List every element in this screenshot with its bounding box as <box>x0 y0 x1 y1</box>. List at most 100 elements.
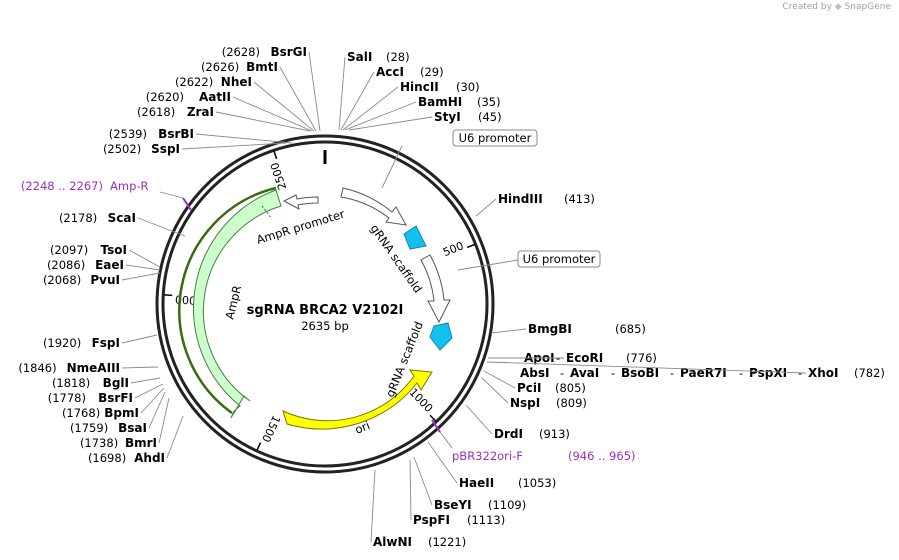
site-bmri[interactable]: BmrI(1738) <box>80 397 170 450</box>
site-position: (1778) <box>48 391 86 405</box>
site-pspfi[interactable]: PspFI(1113) <box>409 459 505 527</box>
site-drdi[interactable]: DrdI(913) <box>465 404 570 441</box>
site-hincii[interactable]: HincII (30) <box>342 80 480 131</box>
site-ecori[interactable]: EcoRI- <box>488 351 603 365</box>
site-fspi[interactable]: FspI(1920) <box>43 334 158 350</box>
site-name: AccI <box>376 65 404 79</box>
site-name: StyI <box>434 110 461 124</box>
site-leader <box>465 404 493 435</box>
site-tsoi[interactable]: TsoI(2097) <box>50 243 161 268</box>
site-leader <box>128 249 161 268</box>
u6-promoter-1-arrow[interactable] <box>340 187 407 226</box>
site-position: (2502) <box>103 142 141 156</box>
site-scai[interactable]: ScaI(2178) <box>59 211 186 237</box>
site-ahdi[interactable]: AhdI(1698) <box>88 415 184 465</box>
site-bseyi[interactable]: BseYI(1109) <box>413 456 526 512</box>
site-bpmi[interactable]: BpmI(1768) <box>62 387 165 420</box>
site-leader <box>348 116 433 131</box>
site-nhei[interactable]: NheI (2622) <box>175 75 315 132</box>
site-acci[interactable]: AccI(29) <box>340 65 444 131</box>
site-position: (30) <box>456 80 480 94</box>
ori-arrow[interactable] <box>282 369 433 430</box>
ampr-arrow[interactable] <box>193 189 282 419</box>
ampr-dashed-segment <box>261 205 273 220</box>
site-sali[interactable]: SalI(28) <box>338 50 410 131</box>
site-position: (1846) <box>18 361 56 375</box>
primer-amp-r[interactable]: (2248 .. 2267) Amp-R <box>21 179 192 211</box>
site-sspi[interactable]: SspI(2502) <box>103 142 287 156</box>
site-leader <box>338 56 346 131</box>
ampr-promoter-arrow[interactable] <box>282 194 319 210</box>
site-leader <box>140 387 165 414</box>
u6-promoter-2-arrow[interactable] <box>420 254 451 324</box>
site-nspi[interactable]: NspI(809) <box>481 377 587 410</box>
site-position: (1109) <box>488 498 526 512</box>
site-position: (1759) <box>70 421 108 435</box>
u6-promoter-1-callout[interactable]: U6 promoter <box>381 129 538 189</box>
u6-promoter-2-callout[interactable]: U6 promoter <box>457 250 601 271</box>
site-name: HincII <box>400 80 439 94</box>
site-leader <box>483 370 516 389</box>
site-name: DrdI <box>494 427 523 441</box>
tick-mark <box>466 243 475 249</box>
site-nmeaiii[interactable]: NmeAIII(1846) <box>18 361 159 375</box>
site-leader <box>195 133 293 144</box>
site-name: AhdI <box>134 451 165 465</box>
site-haeii[interactable]: HaeII(1053) <box>427 441 556 490</box>
site-eaei[interactable]: EaeI(2086) <box>47 258 161 272</box>
tick-mark <box>273 151 278 160</box>
site-leader <box>279 66 317 132</box>
site-name: NheI <box>221 75 252 89</box>
site-styi[interactable]: StyI(45) <box>348 110 502 131</box>
site-bsai[interactable]: BsaI(1759) <box>70 391 166 435</box>
site-leader <box>158 397 170 444</box>
site-leader <box>121 366 159 369</box>
site-name: ScaI <box>108 211 136 225</box>
grna-scaffold-2-arrow[interactable] <box>429 322 453 351</box>
site-xhoi[interactable]: XhoI-(782) <box>486 361 885 380</box>
tick-label: 1500 <box>259 413 283 444</box>
site-leader <box>427 441 458 484</box>
site-absi[interactable]: AbsI <box>520 366 549 380</box>
grna-scaffold-1-arrow[interactable] <box>403 225 427 250</box>
site-name: PciI <box>517 381 542 395</box>
site-bsrfi[interactable]: BsrFI(1778) <box>48 383 164 405</box>
restriction-sites-layer: SalI(28)AccI(29)HincII(30)BamHI(35)StyI(… <box>18 45 885 549</box>
site-bamhi[interactable]: BamHI(35) <box>344 95 501 131</box>
site-leader <box>181 142 287 150</box>
site-bgli[interactable]: BglI(1818) <box>52 376 161 390</box>
site-zrai[interactable]: ZraI(2618) <box>137 105 311 132</box>
site-leader <box>137 217 186 237</box>
site-bsrgi[interactable]: BsrGI(2628) <box>222 45 321 132</box>
site-leader <box>475 198 497 217</box>
site-separator: - <box>798 366 802 380</box>
plasmid-backbone <box>155 134 495 474</box>
site-paer7i[interactable]: PaeR7I- <box>670 366 727 380</box>
tick-label: 500 <box>441 239 465 259</box>
site-alwni[interactable]: AlwNI(1221) <box>370 469 466 549</box>
site-pspxi[interactable]: PspXI- <box>739 366 787 380</box>
site-position: (805) <box>555 381 586 395</box>
plasmid-name: sgRNA BRCA2 V2102I <box>247 303 404 318</box>
site-bmti[interactable]: BmtI(2626) <box>201 60 317 132</box>
site-avai[interactable]: AvaI- <box>560 366 599 380</box>
site-pvui[interactable]: PvuI(2068) <box>43 272 161 287</box>
site-bmgbi[interactable]: BmgBI(685) <box>490 322 646 336</box>
ampr-label: AmpR <box>222 284 244 321</box>
site-bsobi[interactable]: BsoBI- <box>611 366 659 380</box>
primer-pbr322ori-f[interactable]: pBR322ori-F (946 .. 965) <box>431 419 636 463</box>
site-name: FspI <box>92 336 120 350</box>
site-separator: - <box>670 366 674 380</box>
site-separator: - <box>739 366 743 380</box>
site-name: AatII <box>199 90 231 104</box>
site-leader <box>308 51 321 132</box>
site-hindiii[interactable]: HindIII(413) <box>475 192 595 217</box>
site-position: (1113) <box>467 513 505 527</box>
site-pcii[interactable]: PciI (805) <box>483 370 586 395</box>
ampr-promoter-label: AmpR promoter <box>255 207 347 247</box>
site-position: (2622) <box>175 75 213 89</box>
site-aatii[interactable]: AatII(2620) <box>146 90 313 132</box>
site-bsrbi[interactable]: BsrBI(2539) <box>109 127 293 144</box>
site-position: (2626) <box>201 60 239 74</box>
